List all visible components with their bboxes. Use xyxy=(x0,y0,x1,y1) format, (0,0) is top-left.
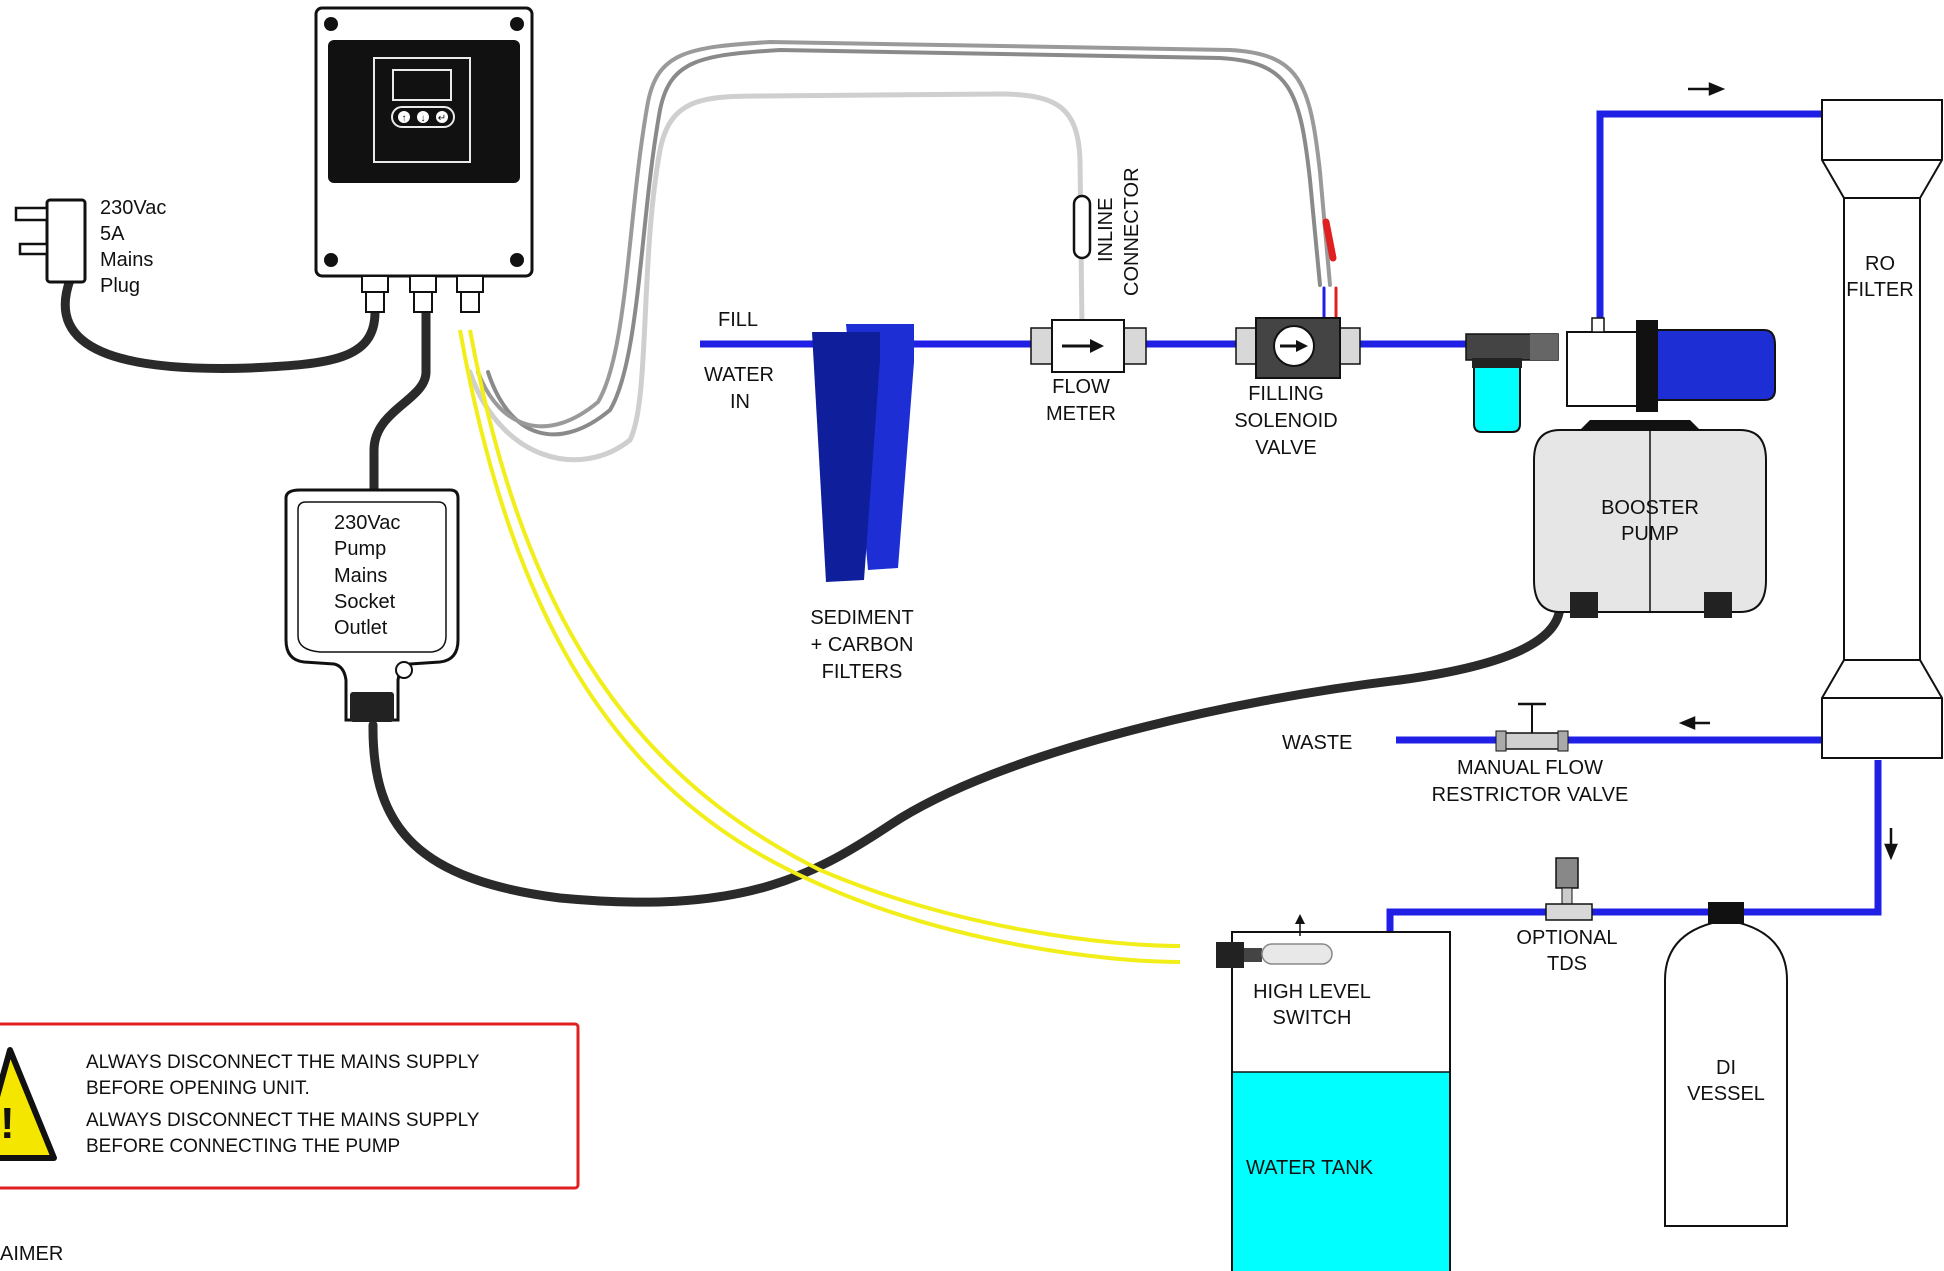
sediment-carbon-filters-icon xyxy=(812,324,914,582)
di-vessel-label-1: DI xyxy=(1716,1057,1736,1079)
socket-label-2: Pump xyxy=(334,538,386,560)
solenoid-label-3: VALVE xyxy=(1255,437,1317,459)
water-tank-icon xyxy=(1231,931,1451,1271)
high-level-switch-label-2: SWITCH xyxy=(1273,1007,1352,1029)
solenoid-label-1: FILLING xyxy=(1248,383,1324,405)
controller-enter-button[interactable]: ↵ xyxy=(436,111,448,124)
fill-label: FILL xyxy=(718,309,758,331)
flow-meter-icon xyxy=(1030,319,1147,373)
filters-label-2: + CARBON xyxy=(811,634,914,656)
socket-label-1: 230Vac xyxy=(334,512,400,534)
waste-label: WASTE xyxy=(1282,732,1352,754)
socket-label-4: Socket xyxy=(334,591,396,613)
tds-sensor-icon xyxy=(1545,857,1593,921)
ro-filter-icon xyxy=(1821,99,1943,759)
mains-plug-icon xyxy=(14,198,87,284)
flow-arrows xyxy=(1678,82,1898,861)
filters-label-3: FILTERS xyxy=(822,661,903,683)
water-tank-label: WATER TANK xyxy=(1246,1157,1374,1179)
water-in-label-1: WATER xyxy=(704,364,774,386)
booster-pump-label-2: PUMP xyxy=(1621,523,1679,545)
booster-pump-icon xyxy=(1533,317,1776,618)
yellow-cables xyxy=(458,329,1181,964)
ro-filter-label-2: FILTER xyxy=(1846,279,1913,301)
warning-panel: ! xyxy=(0,1022,580,1190)
controller-up-button[interactable]: ↑ xyxy=(398,111,410,124)
inline-connector-icon xyxy=(1072,194,1092,260)
plug-label-2: 5A xyxy=(100,223,125,245)
black-cables xyxy=(60,275,1565,907)
restrictor-label-1: MANUAL FLOW xyxy=(1457,757,1603,779)
high-level-switch-label-1: HIGH LEVEL xyxy=(1253,981,1371,1003)
socket-label-3: Mains xyxy=(334,565,387,587)
ro-filter-label-1: RO xyxy=(1865,253,1895,275)
water-in-label-2: IN xyxy=(730,391,750,413)
plug-label-3: Mains xyxy=(100,249,153,271)
svg-text:↓: ↓ xyxy=(421,113,426,124)
pump-inlet-filter-icon xyxy=(1465,333,1559,433)
warning-line-4: BEFORE CONNECTING THE PUMP xyxy=(86,1136,400,1157)
high-level-switch-icon xyxy=(1216,914,1333,968)
warning-line-1: ALWAYS DISCONNECT THE MAINS SUPPLY xyxy=(86,1052,480,1073)
svg-text:!: ! xyxy=(0,1099,15,1148)
restrictor-label-2: RESTRICTOR VALVE xyxy=(1432,784,1629,806)
svg-text:↵: ↵ xyxy=(438,113,446,124)
filters-label-1: SEDIMENT xyxy=(810,607,913,629)
flow-meter-label-2: METER xyxy=(1046,403,1116,425)
plug-label-1: 230Vac xyxy=(100,197,166,219)
di-vessel-icon xyxy=(1664,902,1788,1227)
plug-label-4: Plug xyxy=(100,275,140,297)
tds-label-2: TDS xyxy=(1547,953,1587,975)
controller-box xyxy=(314,6,534,313)
warning-triangle-icon xyxy=(0,1047,57,1161)
solenoid-valve-icon xyxy=(1235,317,1361,379)
screw-icons xyxy=(324,17,524,267)
flow-meter-label-1: FLOW xyxy=(1052,376,1110,398)
controller-down-button[interactable]: ↓ xyxy=(417,111,429,124)
booster-pump-label-1: BOOSTER xyxy=(1601,497,1699,519)
inline-connector-label-2: CONNECTOR xyxy=(1121,167,1143,296)
warning-line-2: BEFORE OPENING UNIT. xyxy=(86,1078,310,1099)
footer-text: AIMER xyxy=(0,1243,63,1265)
di-vessel-label-2: VESSEL xyxy=(1687,1083,1765,1105)
tds-label-1: OPTIONAL xyxy=(1516,927,1617,949)
manual-flow-restrictor-valve-icon xyxy=(1495,702,1569,752)
pump-socket-outlet-icon xyxy=(284,488,460,722)
warning-line-3: ALWAYS DISCONNECT THE MAINS SUPPLY xyxy=(86,1110,480,1131)
solenoid-label-2: SOLENOID xyxy=(1234,410,1337,432)
inline-connector-label-1: INLINE xyxy=(1095,198,1117,262)
cable-glands xyxy=(361,275,484,313)
socket-label-5: Outlet xyxy=(334,617,388,639)
svg-text:↑: ↑ xyxy=(402,113,407,124)
